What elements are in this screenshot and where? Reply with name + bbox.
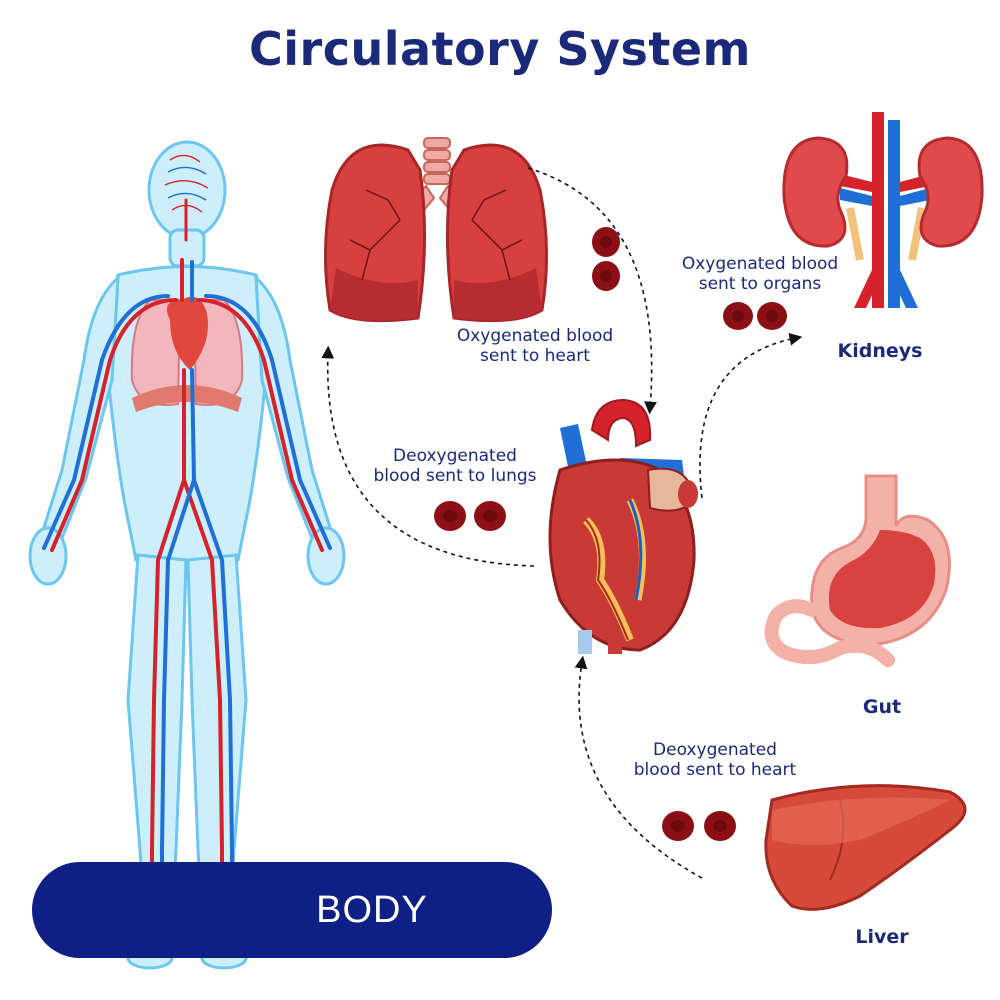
kidneys-icon [782,112,984,308]
arrow-heart-to-organs [699,332,803,499]
page-title: Circulatory System [249,22,751,76]
stomach-icon [764,474,951,667]
caption-line: sent to organs [698,274,822,294]
human-body-icon [28,140,346,970]
caption-line: Oxygenated blood [456,326,614,346]
caption-oxygenated-to-heart: Oxygenated blood sent to heart [440,326,630,366]
lungs-icon [323,137,549,323]
caption-line: Oxygenated blood [681,254,839,274]
organ-label-liver: Liver [855,926,909,948]
body-pill [32,862,552,958]
caption-line: sent to heart [480,346,590,366]
caption-deoxygenated-to-lungs: Deoxygenated blood sent to lungs [350,446,560,486]
arrow-liver-to-heart [574,655,703,879]
caption-line: Deoxygenated [653,740,777,760]
liver-icon [764,784,967,911]
caption-line: blood sent to lungs [373,466,537,486]
organ-label-gut: Gut [862,696,902,718]
caption-line: Deoxygenated [393,446,517,466]
caption-oxygenated-to-organs: Oxygenated blood sent to organs [660,254,860,294]
caption-deoxygenated-to-heart: Deoxygenated blood sent to heart [610,740,820,780]
heart-icon [548,398,698,654]
arrow-lungs-to-heart [527,167,657,415]
caption-line: blood sent to heart [633,760,797,780]
arrow-heart-to-lungs [321,345,535,567]
organ-label-kidneys: Kidneys [837,340,923,362]
body-label: BODY [316,889,428,931]
